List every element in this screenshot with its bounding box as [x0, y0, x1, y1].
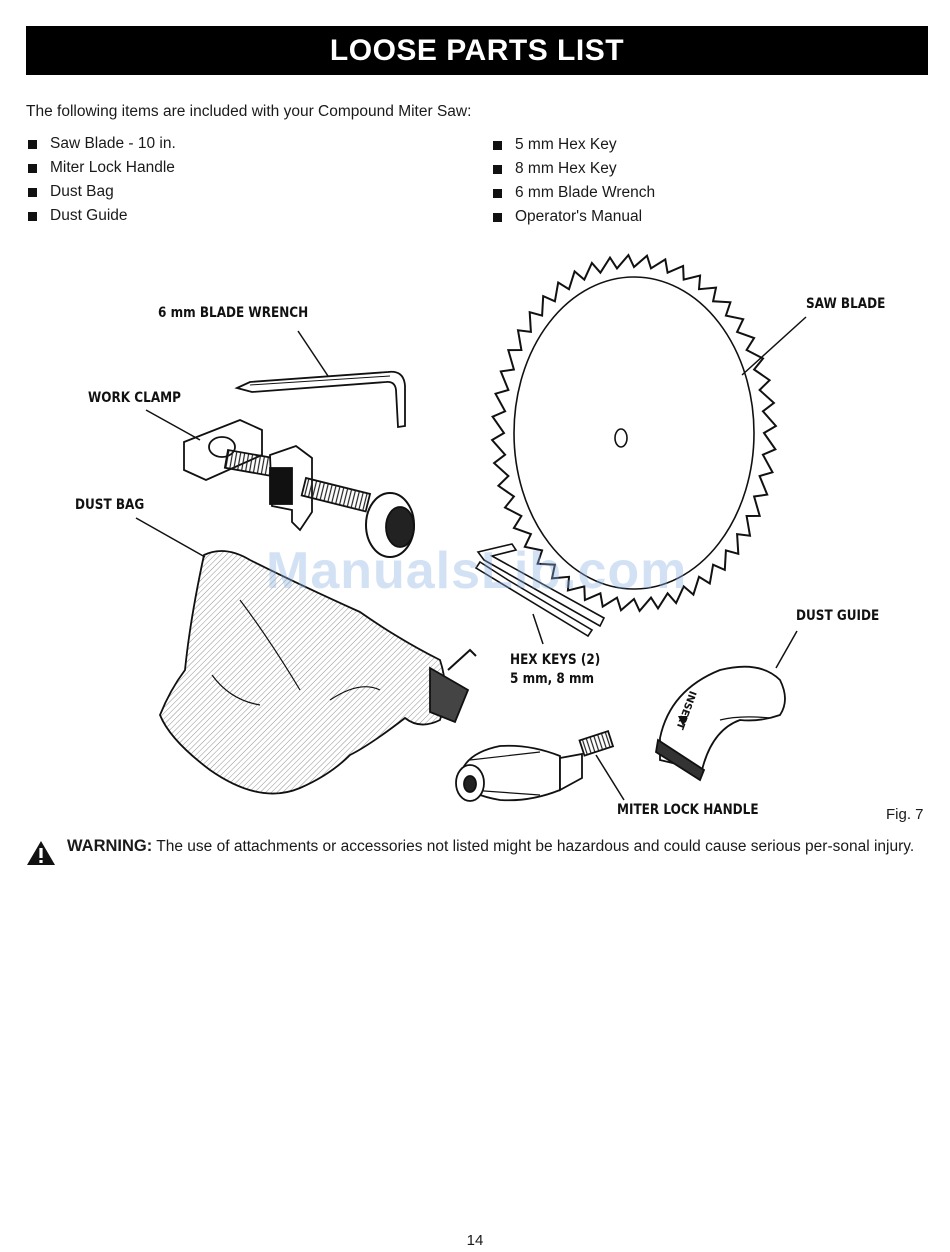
square-bullet-icon [28, 188, 37, 197]
callout-leader-lines [135, 316, 807, 801]
page-title: LOOSE PARTS LIST [329, 34, 625, 67]
part-label: Operator's Manual [515, 208, 643, 225]
list-item: Operator's Manual [492, 206, 655, 230]
part-label: Saw Blade - 10 in. [50, 135, 176, 152]
square-bullet-icon [28, 140, 37, 149]
list-item: Miter Lock Handle [27, 157, 176, 181]
parts-list-right: 5 mm Hex Key 8 mm Hex Key 6 mm Blade Wre… [492, 134, 655, 230]
list-item: Dust Bag [27, 181, 176, 205]
warning-body: The use of attachments or accessories no… [152, 838, 915, 855]
title-bar: LOOSE PARTS LIST [26, 26, 928, 75]
parts-list-left: Saw Blade - 10 in. Miter Lock Handle Dus… [27, 133, 176, 229]
list-item: 5 mm Hex Key [492, 134, 655, 158]
callout-miter-lock-handle: MITER LOCK HANDLE [617, 802, 759, 818]
square-bullet-icon [28, 212, 37, 221]
dust-guide-drawing: INSERT [655, 665, 786, 782]
callout-dust-bag: DUST BAG [75, 497, 145, 513]
part-label: Dust Bag [50, 183, 114, 200]
figure-label: Fig. 7 [886, 806, 924, 823]
warning-label: WARNING: [67, 837, 153, 855]
saw-blade-drawing [490, 253, 778, 613]
list-item: Saw Blade - 10 in. [27, 133, 176, 157]
intro-text: The following items are included with yo… [26, 103, 472, 120]
miter-lock-handle-drawing [455, 729, 615, 802]
list-item: 8 mm Hex Key [492, 158, 655, 182]
square-bullet-icon [493, 189, 502, 198]
page-number: 14 [466, 1232, 484, 1249]
part-label: Miter Lock Handle [50, 159, 175, 176]
part-label: 6 mm Blade Wrench [515, 184, 656, 201]
square-bullet-icon [493, 213, 502, 222]
callout-blade-wrench: 6 mm BLADE WRENCH [158, 305, 309, 321]
list-item: 6 mm Blade Wrench [492, 182, 655, 206]
part-label: Dust Guide [50, 207, 128, 224]
callout-saw-blade: SAW BLADE [806, 296, 886, 312]
hex-keys-drawing [474, 543, 606, 638]
warning-triangle-icon [27, 841, 55, 865]
watermark: ManualsLib.com [266, 542, 688, 600]
work-clamp-drawing [183, 419, 415, 558]
parts-illustration: INSERT [135, 253, 807, 802]
part-label: 5 mm Hex Key [515, 136, 617, 153]
square-bullet-icon [493, 141, 502, 150]
square-bullet-icon [28, 164, 37, 173]
callout-work-clamp: WORK CLAMP [88, 390, 181, 406]
blade-wrench-drawing [234, 370, 406, 429]
callout-hex-keys: HEX KEYS (2) [510, 652, 601, 668]
list-item: Dust Guide [27, 205, 176, 229]
part-label: 8 mm Hex Key [515, 160, 617, 177]
callout-dust-guide: DUST GUIDE [796, 608, 880, 624]
callout-hex-keys-sizes: 5 mm, 8 mm [510, 671, 595, 687]
warning-block: WARNING: The use of attachments or acces… [26, 836, 916, 865]
warning-text: WARNING: The use of attachments or acces… [26, 836, 916, 857]
dust-bag-drawing [159, 550, 477, 795]
square-bullet-icon [493, 165, 502, 174]
